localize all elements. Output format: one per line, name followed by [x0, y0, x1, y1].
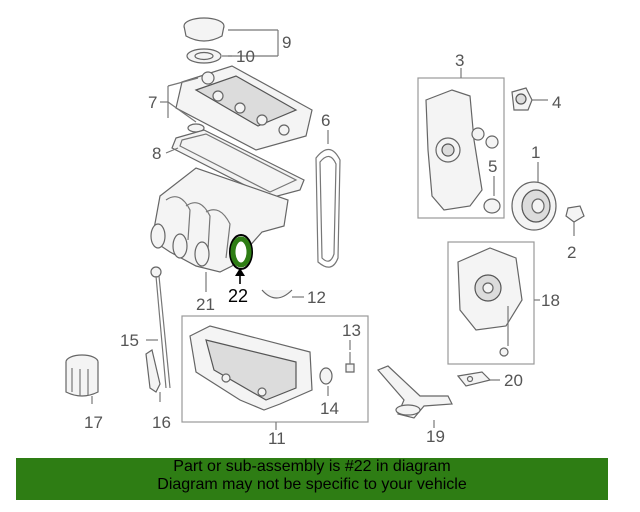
callout-21: 21: [196, 295, 215, 314]
oil-pan: [189, 325, 313, 411]
banner-line-1: Part or sub-assembly is #22 in diagram: [173, 458, 451, 475]
callout-14: 14: [320, 399, 339, 418]
timing-cover: [425, 89, 483, 211]
callout-18: 18: [541, 291, 560, 310]
callout-22: 22: [228, 286, 248, 306]
tensioner-pulley: [511, 87, 533, 111]
callout-5: 5: [488, 157, 497, 176]
seal-small: [471, 127, 485, 141]
seal-12: [261, 289, 293, 299]
oil-dipstick: [150, 266, 171, 389]
oil-strainer: [376, 365, 453, 419]
dipstick-tube: [145, 349, 161, 393]
oil-pan-box: [181, 315, 369, 423]
callout-17: 17: [84, 413, 103, 432]
crankshaft-pulley: [511, 181, 557, 231]
callout-10: 10: [236, 47, 255, 66]
info-banner: Part or sub-assembly is #22 in diagram D…: [16, 458, 608, 500]
banner-line-2: Diagram may not be specific to your vehi…: [157, 476, 467, 493]
callout-13: 13: [342, 321, 361, 340]
oil-seal-5: [483, 198, 501, 214]
callout-8: 8: [152, 144, 161, 163]
callout-2: 2: [567, 243, 576, 262]
drain-bolt-13: [345, 352, 355, 373]
oil-pump-box: [447, 241, 535, 365]
callout-16: 16: [152, 413, 171, 432]
valve-cover: [175, 65, 313, 151]
valve-cover-gasket: [171, 129, 305, 199]
callout-4: 4: [552, 93, 561, 112]
callout-11: 11: [268, 429, 286, 448]
callout-3: 3: [455, 51, 464, 70]
callout-15: 15: [120, 331, 139, 350]
callout-19: 19: [426, 427, 445, 446]
oil-pump: [457, 247, 523, 357]
callout-20: 20: [504, 371, 523, 390]
callout-9: 9: [282, 33, 291, 52]
drain-washer-14: [319, 367, 333, 385]
callout-7: 7: [148, 93, 157, 112]
callout-12: 12: [307, 288, 326, 307]
callout-6: 6: [321, 111, 330, 130]
filler-cap-gasket: [186, 48, 222, 64]
oil-filter: [65, 354, 99, 397]
oil-filler-cap: [183, 17, 225, 42]
strainer-gasket: [456, 371, 492, 387]
highlighted-part-22: [229, 234, 253, 284]
intake-manifold: [150, 167, 289, 273]
pulley-bolt: [565, 205, 585, 236]
callout-1: 1: [531, 143, 540, 162]
timing-belt: [315, 148, 341, 268]
seal-small-2: [485, 135, 499, 149]
